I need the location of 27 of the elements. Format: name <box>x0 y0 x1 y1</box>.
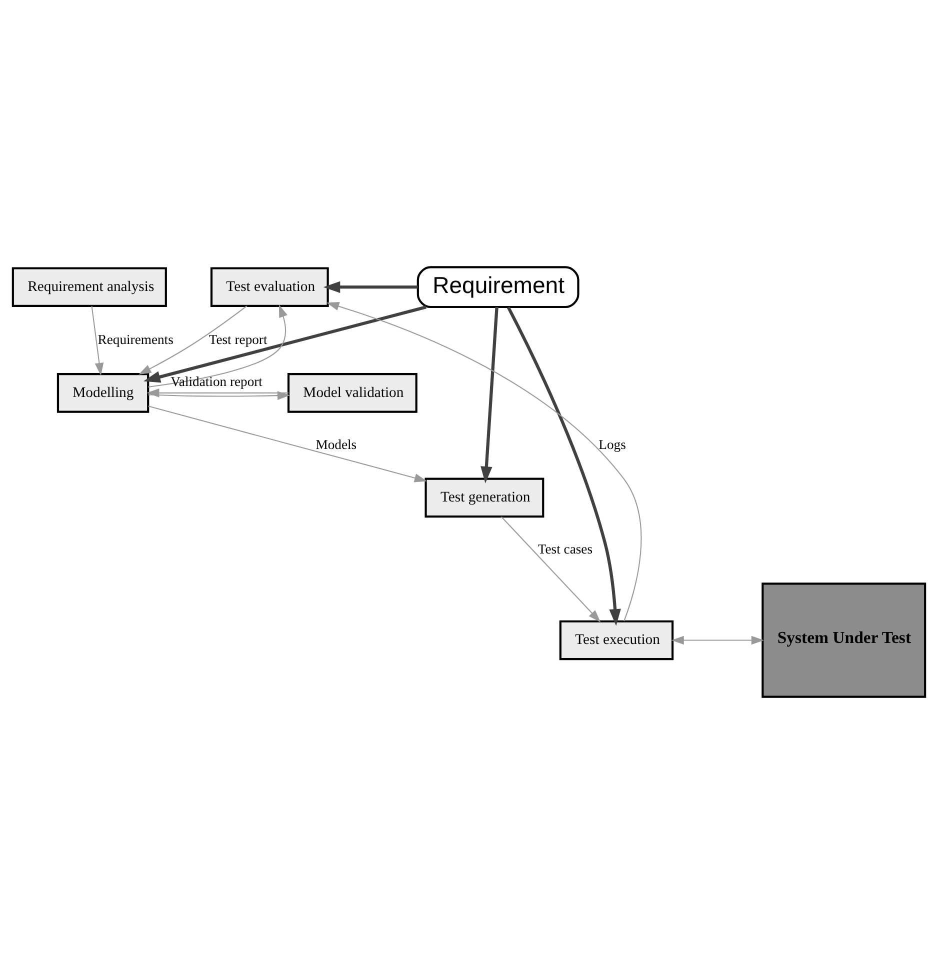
node-box: Test execution <box>559 620 674 660</box>
arrow <box>326 302 642 621</box>
arrow <box>91 306 104 376</box>
node-box: Test evaluation <box>210 266 329 306</box>
arrow <box>144 305 426 382</box>
edge-label: Models <box>316 436 357 452</box>
node-box: Test generation <box>424 477 544 518</box>
arrow <box>506 306 621 626</box>
arrow <box>480 306 498 483</box>
node-box: Requirement analysis <box>12 266 167 306</box>
edge-label: Logs <box>598 436 626 452</box>
edge-label: Test report <box>208 332 268 347</box>
node-box: System Under Test <box>762 582 926 698</box>
node-box: Modelling <box>56 372 150 412</box>
edge-label: Validation report <box>170 374 262 389</box>
arrow <box>146 388 288 397</box>
arrow <box>323 280 418 292</box>
arrow <box>148 390 290 400</box>
arrow <box>148 405 428 482</box>
arrow <box>671 635 764 644</box>
edge-label: Test cases <box>538 541 593 556</box>
arrow <box>501 516 601 622</box>
edge-label: Requirements <box>98 332 174 347</box>
node-box: Requirement <box>416 266 580 308</box>
arrow <box>148 304 288 387</box>
node-box: Model validation <box>287 372 418 412</box>
arrow <box>138 305 248 374</box>
